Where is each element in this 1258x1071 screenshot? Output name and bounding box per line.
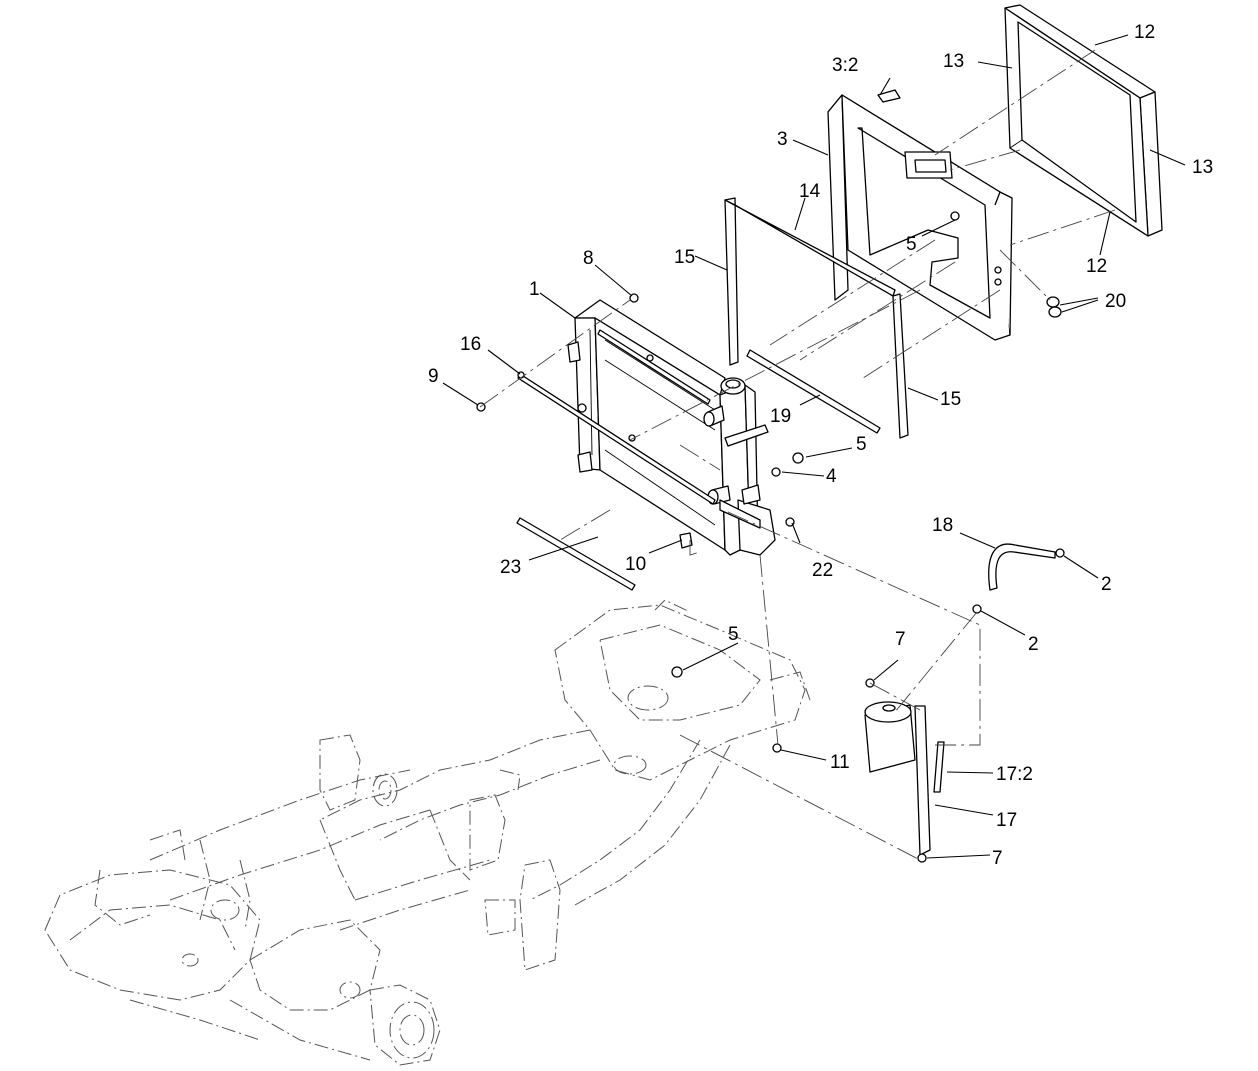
- callout-20: 20: [1105, 291, 1126, 312]
- callout-13-right: 13: [1192, 157, 1213, 178]
- callout-labels: 12 13 3:2 3 13 14 5 15 12 8 1 20 16 9 15…: [428, 22, 1213, 869]
- callout-10: 10: [625, 554, 646, 575]
- callout-3-2: 3:2: [832, 55, 858, 76]
- callout-4: 4: [826, 466, 837, 487]
- callout-2-bottle: 2: [1028, 634, 1039, 655]
- callout-18: 18: [932, 515, 953, 536]
- callout-2-hose: 2: [1101, 574, 1112, 595]
- callout-12-bottom: 12: [1086, 256, 1107, 277]
- assembly-lines: [479, 49, 1116, 861]
- callout-8: 8: [583, 248, 594, 269]
- callout-7-top: 7: [895, 629, 906, 650]
- callout-9: 9: [428, 366, 439, 387]
- callout-5-radiator: 5: [856, 434, 867, 455]
- callout-16: 16: [460, 334, 481, 355]
- overflow-bottle: [864, 701, 945, 856]
- rod-upper: [597, 329, 711, 405]
- callout-7-bottom: 7: [992, 848, 1003, 869]
- callout-15-left: 15: [674, 247, 695, 268]
- fan-shroud: [827, 89, 1013, 341]
- callout-15-right: 15: [940, 389, 961, 410]
- radiator: [567, 299, 776, 556]
- gasket-15-left: [724, 197, 739, 366]
- callout-1: 1: [529, 279, 540, 300]
- chassis-frame: [44, 599, 811, 1066]
- callout-19: 19: [770, 406, 791, 427]
- callout-22: 22: [812, 560, 833, 581]
- callout-23: 23: [500, 557, 521, 578]
- gasket-15-right: [892, 293, 909, 439]
- fasteners: [476, 211, 1065, 863]
- callout-12-top: 12: [1134, 22, 1155, 43]
- callout-13-top: 13: [943, 51, 964, 72]
- callout-17: 17: [996, 810, 1017, 831]
- screen-frame: [1004, 4, 1163, 237]
- callout-11: 11: [830, 752, 850, 773]
- callout-5-shroud: 5: [906, 234, 917, 255]
- leader-lines: [442, 34, 1186, 859]
- strip-19: [746, 349, 881, 434]
- callout-17-2: 17:2: [996, 764, 1033, 785]
- hose-18: [988, 543, 1056, 591]
- callout-5-frame: 5: [728, 624, 739, 645]
- callout-3: 3: [777, 129, 788, 150]
- strip-23: [516, 517, 636, 591]
- callout-14: 14: [799, 181, 821, 202]
